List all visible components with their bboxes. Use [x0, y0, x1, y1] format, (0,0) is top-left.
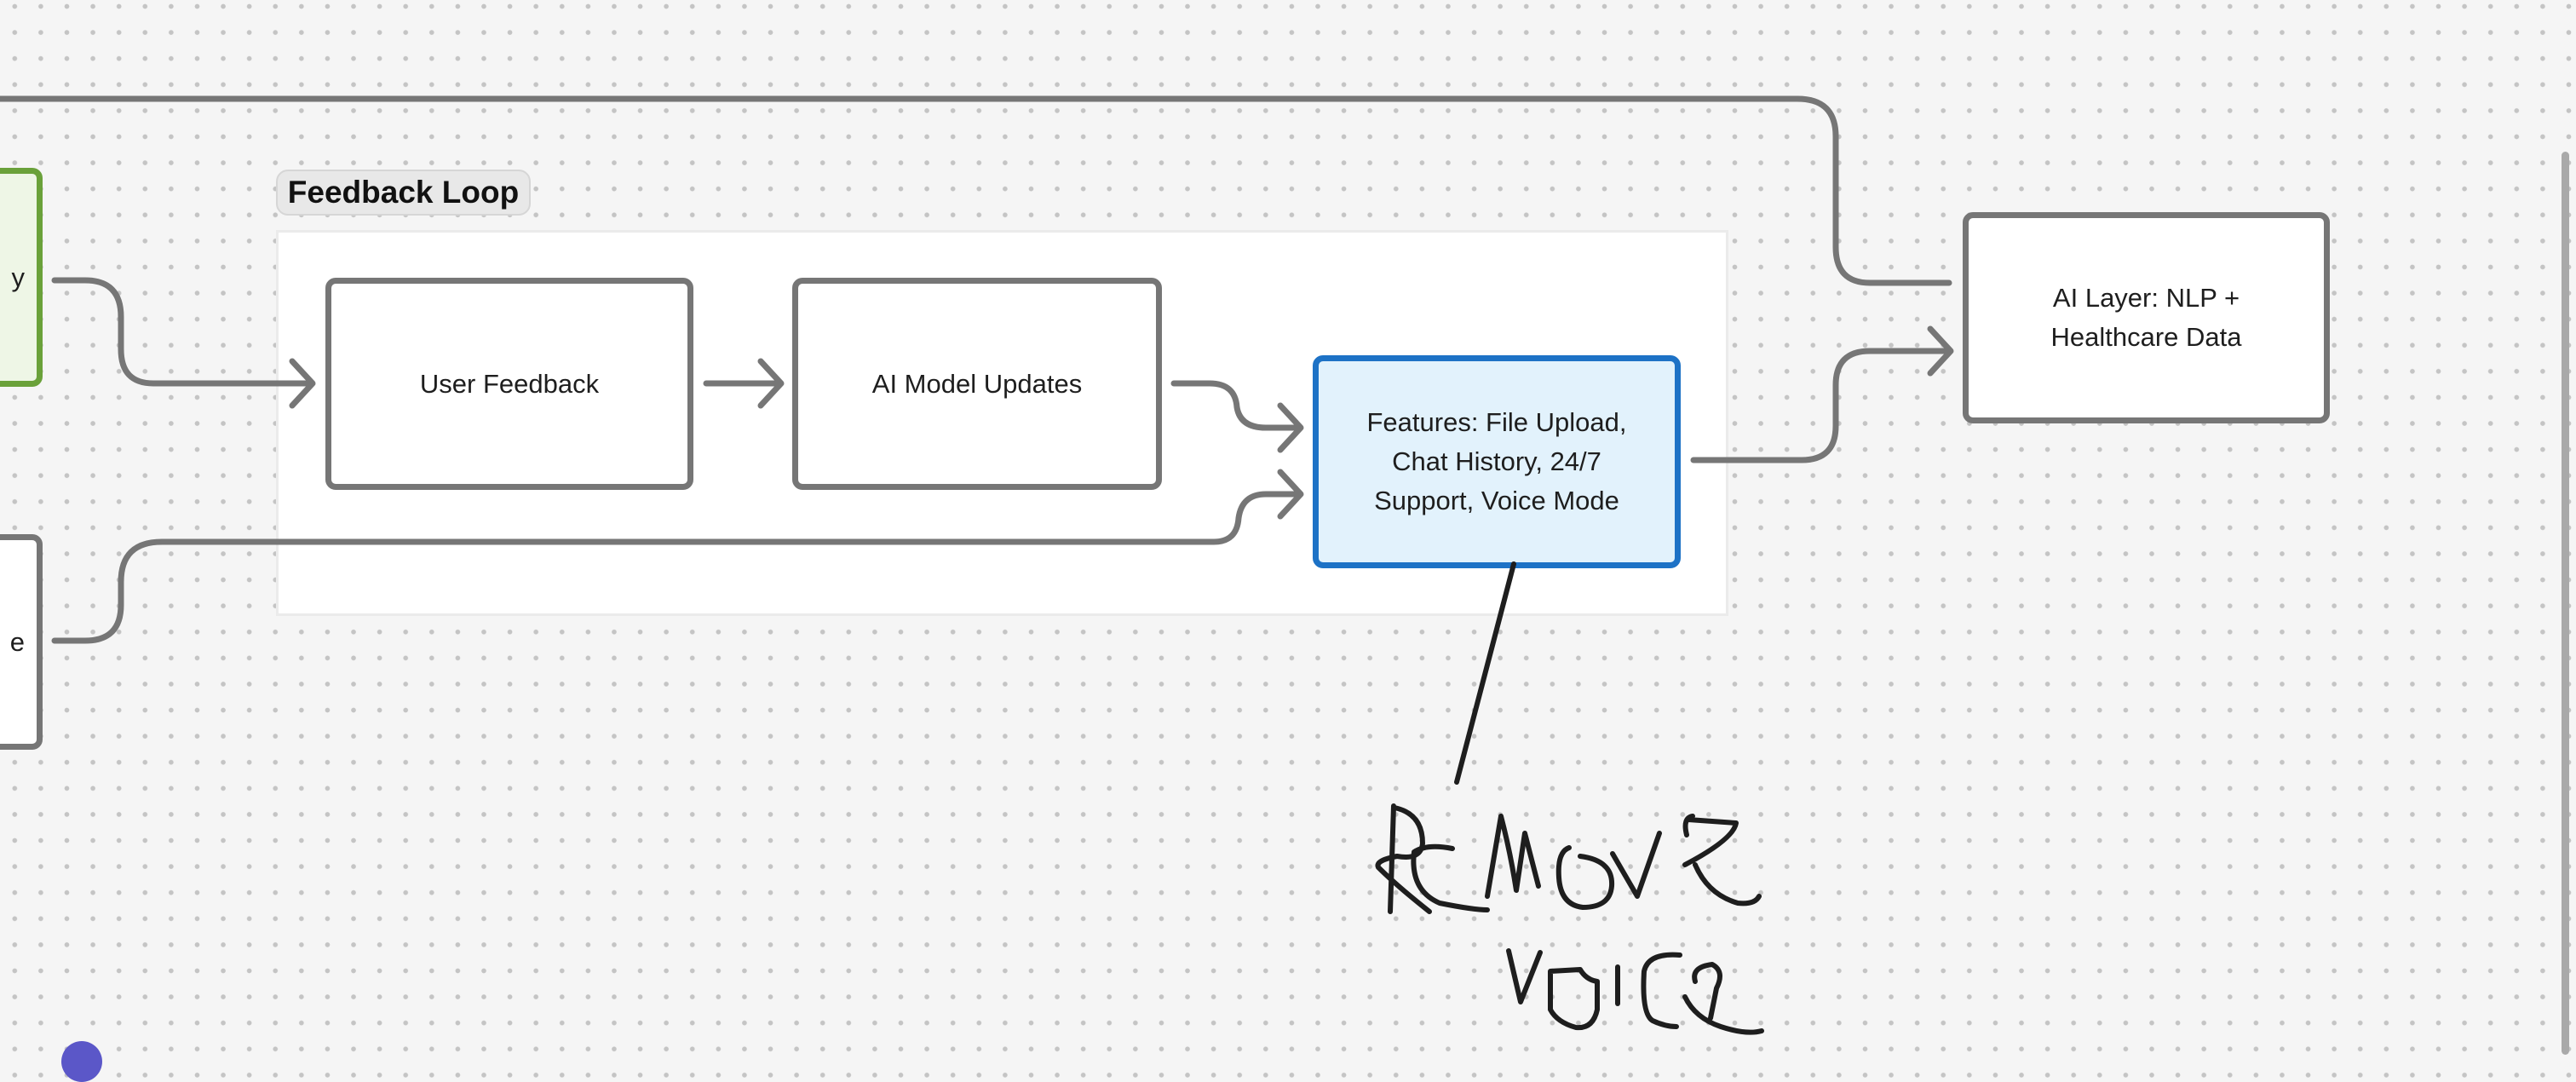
avatar[interactable] [61, 1041, 102, 1082]
edge-model-updates-to-features [1170, 380, 1302, 431]
node-text-fragment: y [11, 262, 26, 292]
arrowhead [1277, 469, 1304, 520]
edge-features-to-ai-layer [1690, 348, 1952, 463]
annotation-pointer-line [1454, 561, 1516, 785]
node-label: AI Layer: NLP + Healthcare Data [2050, 283, 2242, 352]
handwriting-O [1555, 845, 1615, 910]
features-node[interactable]: Features: File Upload, Chat History, 24/… [1313, 355, 1681, 568]
edge-left-bottom-to-features [51, 491, 1302, 644]
handwriting-M [1485, 814, 1541, 899]
vertical-scrollbar[interactable] [2562, 152, 2569, 1055]
handwriting-V [1610, 831, 1662, 899]
handwriting-O2 [1548, 967, 1600, 1031]
handwriting-R [1375, 803, 1432, 914]
arrowhead [289, 358, 316, 409]
arrowhead [757, 358, 785, 409]
handwriting-V2 [1506, 948, 1543, 1004]
ai-model-updates-node[interactable]: AI Model Updates [792, 278, 1162, 490]
handwriting-E [1411, 843, 1490, 912]
left-bottom-node[interactable]: e [0, 534, 43, 750]
handwriting-E2 [1682, 814, 1762, 906]
connectors-layer [0, 95, 1954, 1035]
group-label[interactable]: Feedback Loop [276, 170, 531, 216]
arrowhead [1277, 402, 1304, 453]
node-text-fragment: e [9, 626, 25, 657]
edge-left-top-to-user-feedback [51, 277, 314, 387]
edge-top-to-ai-layer [0, 95, 1952, 286]
node-label: Features: File Upload, Chat History, 24/… [1366, 407, 1627, 515]
ai-layer-node[interactable]: AI Layer: NLP + Healthcare Data [1963, 212, 2330, 423]
handwritten-annotation [1375, 561, 1764, 1035]
arrowhead [1927, 325, 1954, 377]
node-label: AI Model Updates [871, 368, 1083, 399]
node-label: User Feedback [419, 368, 600, 399]
handwriting-C [1641, 952, 1682, 1029]
user-feedback-node[interactable]: User Feedback [325, 278, 693, 490]
left-top-node[interactable]: y [0, 168, 43, 387]
handwriting-E3 [1682, 962, 1764, 1035]
